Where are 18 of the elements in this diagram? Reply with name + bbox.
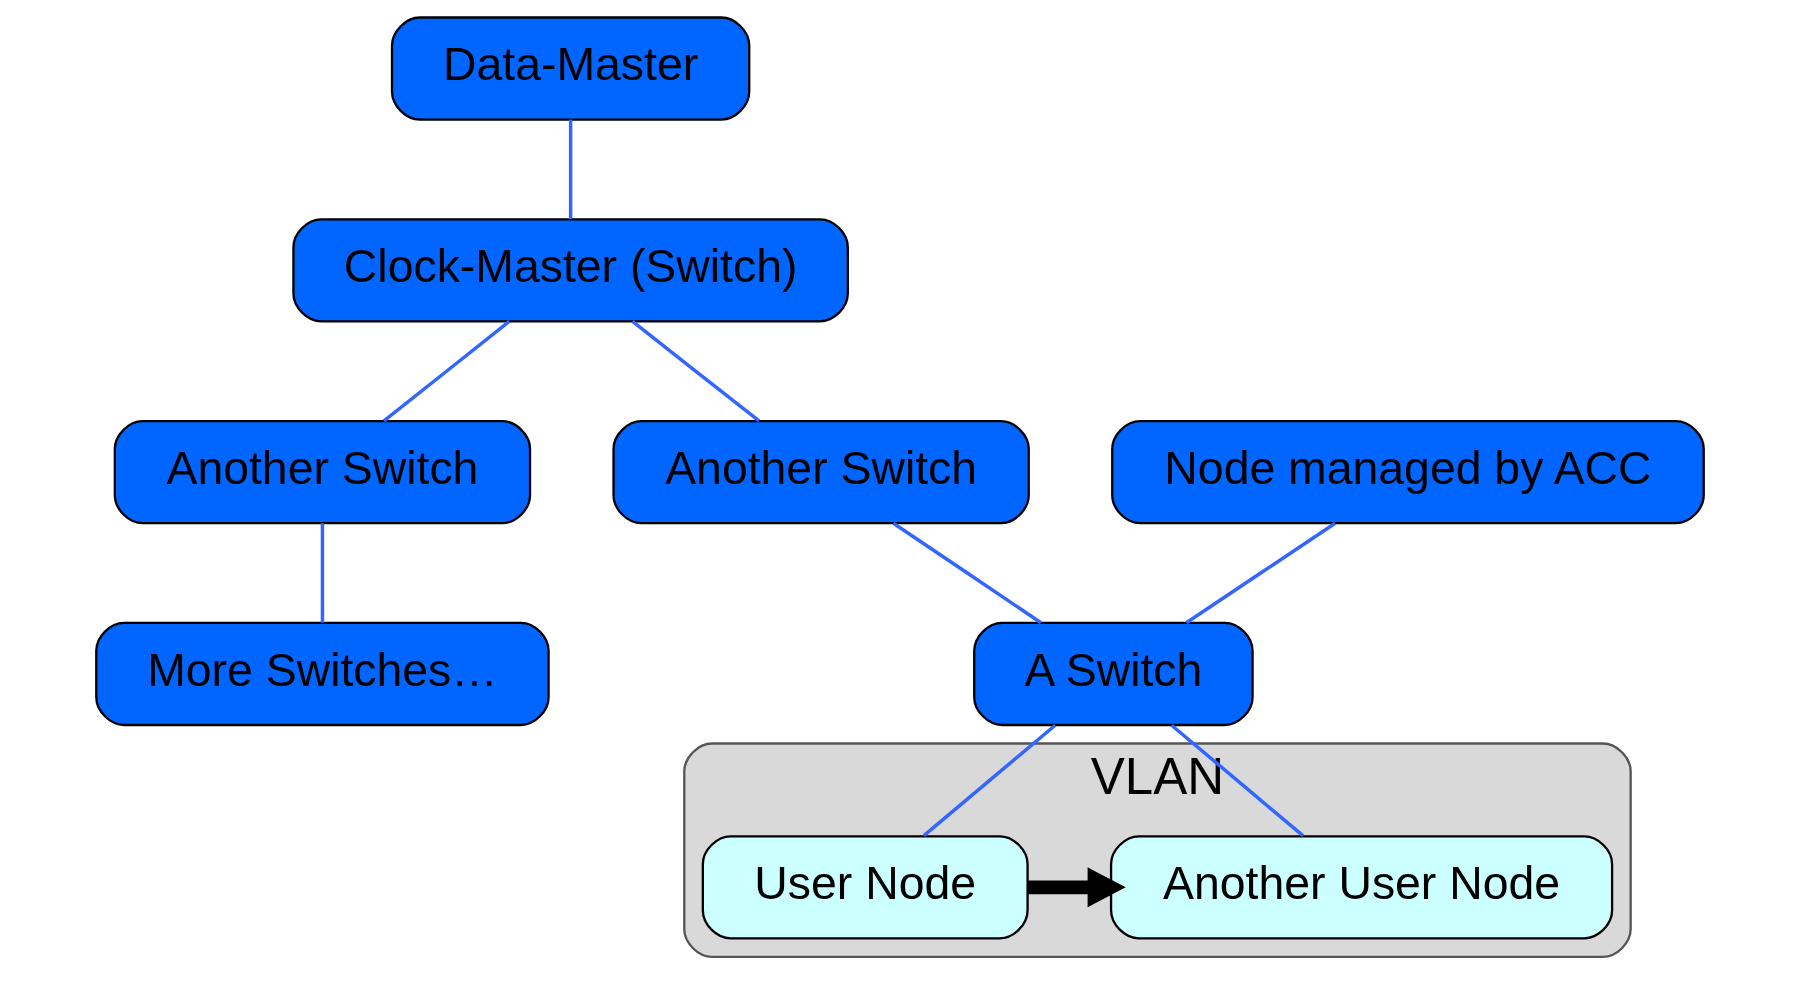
node-box: More Switches… [95, 621, 550, 727]
connector [1185, 521, 1337, 625]
node-box: Another Switch [612, 419, 1030, 525]
node-box: Node managed by ACC [1111, 419, 1705, 525]
connector [382, 320, 511, 423]
connector [892, 521, 1042, 625]
node-box: Data-Master [390, 16, 751, 121]
connector [1170, 723, 1304, 837]
node-box: Clock-Master (Switch) [292, 218, 849, 323]
node-box: User Node [701, 835, 1029, 940]
connector [568, 119, 573, 220]
connector [320, 523, 325, 623]
arrow [1028, 867, 1126, 908]
connector [631, 320, 761, 423]
node-box: Another Switch [113, 419, 532, 525]
node-box: A Switch [973, 621, 1254, 727]
connector [922, 723, 1057, 837]
node-box: Another User Node [1109, 835, 1614, 940]
